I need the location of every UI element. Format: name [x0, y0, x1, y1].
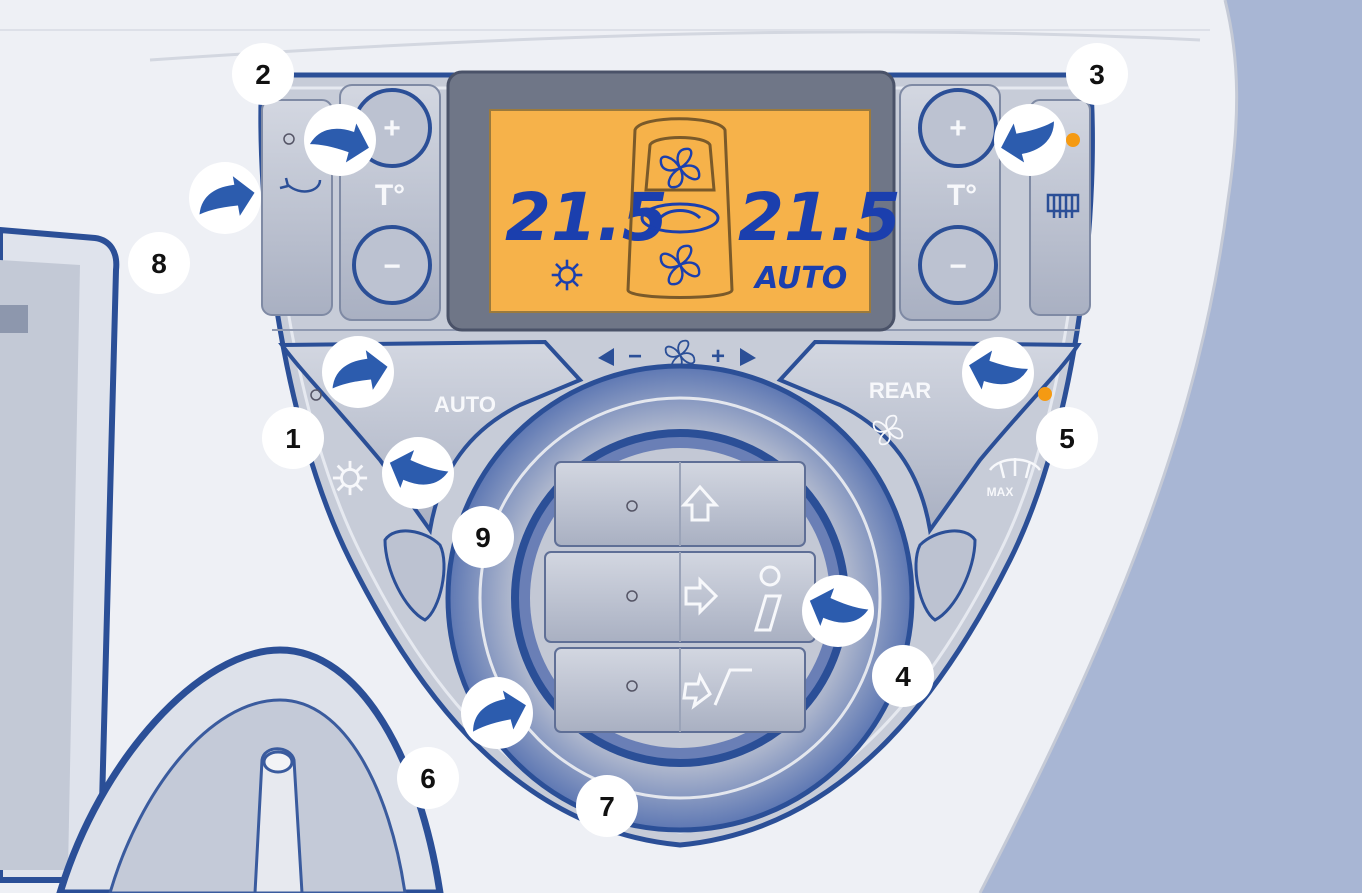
led-indicator-on: [1038, 387, 1052, 401]
led-indicator: [626, 500, 638, 512]
callout-number: 1: [285, 423, 301, 454]
callout-badge-9: 9: [452, 506, 514, 568]
vent-down-icon: [682, 668, 752, 710]
callout-arrow-6: [460, 677, 536, 749]
callout-arrow-5: [959, 337, 1035, 409]
fan-scale-left-triangle: [598, 348, 614, 366]
callout-badge-5: 5: [1036, 407, 1098, 469]
rear-label: REAR: [869, 378, 931, 403]
lcd-airflow-icon: [640, 202, 720, 234]
callout-badge-7: 7: [576, 775, 638, 837]
recirculation-icon: [279, 177, 322, 193]
callout-number: 2: [255, 59, 271, 90]
vent-middle-button[interactable]: [544, 551, 816, 643]
callout-arrow-3: [991, 104, 1067, 176]
callout-arrow-8: [189, 162, 263, 234]
led-indicator: [626, 590, 638, 602]
callout-arrow-4: [798, 575, 876, 647]
callout-number: 3: [1089, 59, 1105, 90]
left-temp-minus-button[interactable]: −: [352, 225, 432, 305]
callout-badge-1: 1: [262, 407, 324, 469]
plus-symbol: +: [383, 112, 401, 145]
right-temp-readout: 21.5: [738, 179, 901, 256]
fan-scale-plus: +: [711, 343, 725, 370]
info-icon: [753, 565, 783, 632]
minus-symbol: −: [949, 250, 967, 283]
windscreen-demist-icon: [988, 458, 1042, 479]
fan-scale-right-triangle: [740, 348, 756, 366]
lcd-mode-auto: AUTO: [753, 261, 847, 296]
led-indicator: [626, 680, 638, 692]
callout-arrow-1: [322, 336, 396, 408]
left-temp-symbol: T°: [375, 179, 405, 212]
right-side-pad: [914, 529, 977, 622]
callout-number: 8: [151, 248, 167, 279]
callout-number: 5: [1059, 423, 1075, 454]
callout-number: 6: [420, 763, 436, 794]
led-indicator: [283, 133, 295, 145]
led-indicator-on: [1066, 133, 1080, 147]
lower-vent: [56, 646, 444, 893]
vent-middle-icon: [684, 576, 719, 616]
callout-arrows: [189, 104, 1067, 749]
callout-badges: 2 3 8 1 5 9 4 6 7: [128, 43, 1128, 837]
lcd-display: 21.5 21.5 AUTO: [446, 70, 901, 332]
seat-icon: [626, 117, 734, 299]
fan-speed-scale: − +: [598, 339, 756, 371]
right-temp-plus-button[interactable]: +: [918, 88, 998, 168]
minus-symbol: −: [383, 250, 401, 283]
vent-down-button[interactable]: [554, 647, 806, 733]
callout-arrow-2: [303, 104, 379, 176]
callout-badge-2: 2: [232, 43, 294, 105]
rear-defrost-icon: [1046, 193, 1080, 218]
fan-scale-minus: −: [628, 343, 642, 370]
auto-label: AUTO: [434, 392, 496, 417]
left-side-pad: [383, 529, 446, 622]
vent-up-button[interactable]: [554, 461, 806, 547]
callout-number: 9: [475, 522, 491, 553]
right-temp-block: + T° −: [899, 84, 1001, 321]
callout-badge-6: 6: [397, 747, 459, 809]
vent-up-icon: [680, 484, 720, 522]
max-label: MAX: [987, 485, 1014, 499]
left-screen-bezel: [0, 226, 120, 883]
callout-number: 7: [599, 791, 615, 822]
callout-badge-8: 8: [128, 232, 190, 294]
callout-badge-4: 4: [872, 645, 934, 707]
callout-arrow-9: [378, 437, 456, 509]
led-indicator: [310, 389, 322, 401]
callout-badge-3: 3: [1066, 43, 1128, 105]
callout-number: 4: [895, 661, 911, 692]
right-temp-minus-button[interactable]: −: [918, 225, 998, 305]
right-temp-symbol: T°: [947, 179, 977, 212]
plus-symbol: +: [949, 112, 967, 145]
